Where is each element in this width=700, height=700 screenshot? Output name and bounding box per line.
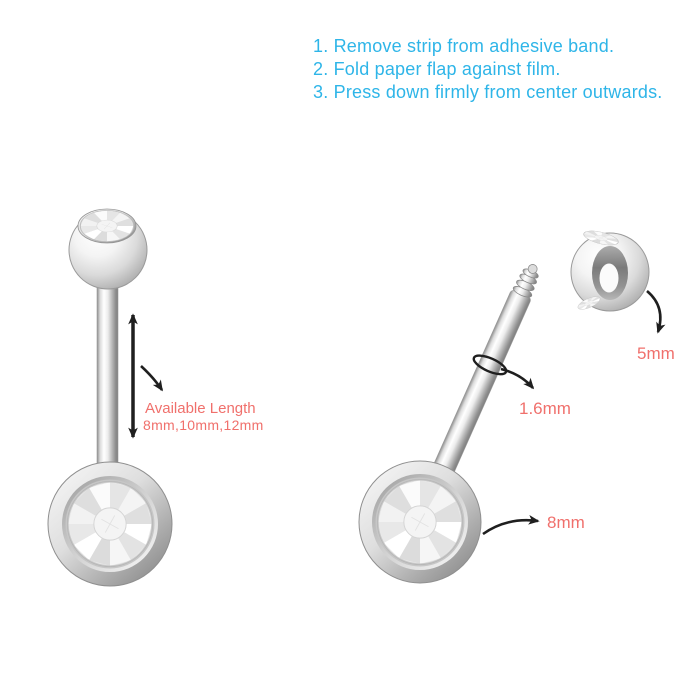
assembled-belly-ring — [47, 208, 173, 587]
threaded-shaft — [414, 264, 539, 517]
available-length-label: Available Length — [145, 400, 256, 417]
bar-gauge-label: 1.6mm — [519, 399, 571, 418]
disc-pointer-arrow-icon — [482, 515, 540, 536]
gauge-ring-icon — [472, 354, 508, 376]
ball-pointer-arrow-icon — [646, 290, 666, 334]
gauge-pointer-arrow-icon — [500, 367, 535, 390]
disc-gem — [377, 479, 463, 565]
screw-thread — [512, 264, 539, 298]
instruction-step: 2. Fold paper flap against film. — [313, 59, 561, 79]
curved-barbell-shaft — [96, 280, 119, 478]
instruction-step: 1. Remove strip from adhesive band. — [313, 36, 615, 56]
ball-diameter-label: 5mm — [637, 344, 675, 363]
available-length-values: 8mm,10mm,12mm — [143, 417, 264, 433]
disc-diameter-label: 8mm — [547, 513, 585, 532]
instruction-step: 3. Press down firmly from center outward… — [313, 82, 663, 102]
disassembled-belly-ring — [358, 227, 650, 584]
replacement-ball — [570, 227, 650, 313]
length-pointer-arrow-icon — [140, 365, 164, 392]
application-instructions: 1. Remove strip from adhesive band. 2. F… — [313, 35, 663, 104]
top-ball-gem — [79, 209, 135, 243]
ball-reflection-window — [599, 263, 619, 293]
bottom-disc-gem — [67, 481, 153, 567]
